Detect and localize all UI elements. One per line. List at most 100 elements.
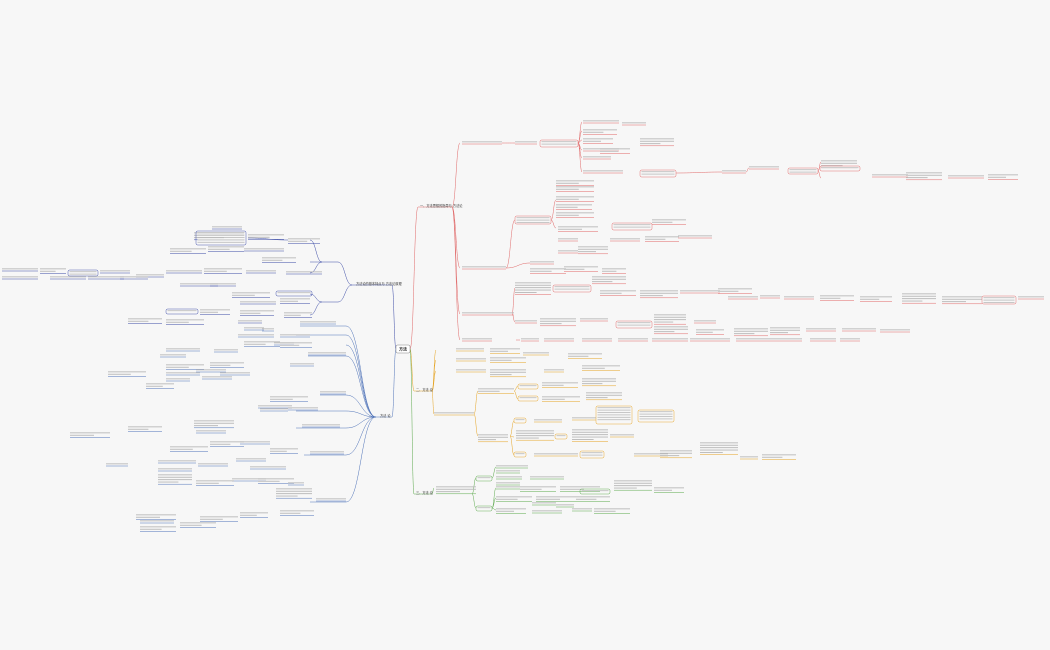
node-text xyxy=(880,329,910,331)
node-text xyxy=(166,378,190,380)
node-text xyxy=(654,328,688,330)
node-text xyxy=(197,239,245,241)
boxed-node[interactable] xyxy=(513,417,527,424)
node-text xyxy=(696,331,713,333)
node-text xyxy=(238,334,274,336)
node-text xyxy=(654,331,675,333)
node-text xyxy=(640,138,674,140)
node-text xyxy=(160,354,186,356)
node-text xyxy=(248,236,270,238)
boxed-node[interactable] xyxy=(819,165,861,172)
boxed-node[interactable] xyxy=(615,320,653,329)
node-text xyxy=(136,514,176,516)
node-text xyxy=(194,425,218,427)
boxed-node[interactable] xyxy=(981,295,1017,305)
connector xyxy=(345,416,377,503)
boxed-node[interactable] xyxy=(611,222,653,231)
boxed-node[interactable] xyxy=(514,215,552,225)
node-text xyxy=(652,221,673,223)
branch-5-label[interactable]: 方法论的基本特点与 方法论原理 xyxy=(356,281,402,286)
node-text xyxy=(258,478,294,480)
node-text xyxy=(678,235,712,237)
node-text xyxy=(240,514,257,516)
node-text xyxy=(614,485,652,487)
connector xyxy=(451,142,461,208)
node-text xyxy=(597,414,631,416)
node-text xyxy=(532,510,562,512)
node-text xyxy=(214,349,238,351)
node-text xyxy=(700,447,738,449)
node-text xyxy=(654,314,686,316)
boxed-node[interactable] xyxy=(579,450,605,459)
node-text xyxy=(556,504,574,506)
node-text xyxy=(556,186,594,188)
node-text xyxy=(572,434,608,436)
connector xyxy=(817,161,822,172)
boxed-node[interactable] xyxy=(639,169,677,178)
node-text xyxy=(246,270,276,272)
node-text xyxy=(784,296,814,298)
connector xyxy=(345,344,377,418)
node-text xyxy=(580,318,608,320)
node-text xyxy=(519,385,537,387)
boxed-node[interactable] xyxy=(595,405,633,425)
node-text xyxy=(240,441,270,443)
node-text xyxy=(180,524,202,526)
node-text xyxy=(516,437,539,439)
node-text xyxy=(477,507,491,509)
node-text xyxy=(515,284,551,286)
connector xyxy=(511,287,516,315)
boxed-node[interactable] xyxy=(517,383,539,390)
boxed-node[interactable] xyxy=(513,451,527,458)
boxed-node[interactable] xyxy=(475,505,493,512)
boxed-node[interactable] xyxy=(67,269,99,277)
node-text xyxy=(639,416,673,417)
boxed-node[interactable] xyxy=(539,139,579,148)
node-text xyxy=(902,295,936,297)
node-text xyxy=(597,416,631,418)
boxed-node[interactable] xyxy=(275,290,313,297)
node-text xyxy=(614,482,652,484)
node-text xyxy=(610,238,640,240)
node-text xyxy=(594,508,630,510)
boxed-node[interactable] xyxy=(195,230,247,246)
node-text xyxy=(204,268,242,270)
node-text xyxy=(597,409,631,411)
branch-4-label[interactable]: 方法 论 xyxy=(380,413,391,418)
node-text xyxy=(456,358,486,360)
node-text xyxy=(240,310,274,312)
node-text xyxy=(542,382,578,384)
node-text xyxy=(244,327,264,329)
boxed-node[interactable] xyxy=(579,488,611,495)
connector xyxy=(509,420,515,437)
node-text xyxy=(158,474,192,476)
node-text xyxy=(240,312,261,314)
node-text xyxy=(496,510,514,512)
boxed-node[interactable] xyxy=(637,409,675,423)
node-text xyxy=(583,129,617,131)
node-text xyxy=(286,271,322,273)
node-text xyxy=(158,468,192,470)
branch-2-label[interactable]: 二、方法 论 xyxy=(416,387,434,392)
boxed-node[interactable] xyxy=(554,433,568,440)
root-node[interactable]: 方法 xyxy=(395,344,411,354)
node-text xyxy=(196,482,219,484)
node-text xyxy=(906,174,942,176)
node-text xyxy=(146,385,163,387)
branch-3-label[interactable]: 三、方法 论 xyxy=(416,490,434,495)
boxed-node[interactable] xyxy=(552,284,592,293)
boxed-node[interactable] xyxy=(165,308,199,315)
node-text xyxy=(280,334,310,336)
node-text xyxy=(594,510,616,512)
node-text xyxy=(166,321,189,323)
node-text xyxy=(618,338,648,340)
connector xyxy=(391,348,397,418)
boxed-node[interactable] xyxy=(787,167,819,175)
node-text xyxy=(167,310,197,312)
boxed-node[interactable] xyxy=(475,475,493,482)
branch-1-label[interactable]: 一、方法思想的指导与 方法论 xyxy=(420,203,463,208)
boxed-node[interactable] xyxy=(517,395,539,402)
node-text xyxy=(680,290,720,292)
node-text xyxy=(462,141,502,143)
node-text xyxy=(734,330,768,332)
